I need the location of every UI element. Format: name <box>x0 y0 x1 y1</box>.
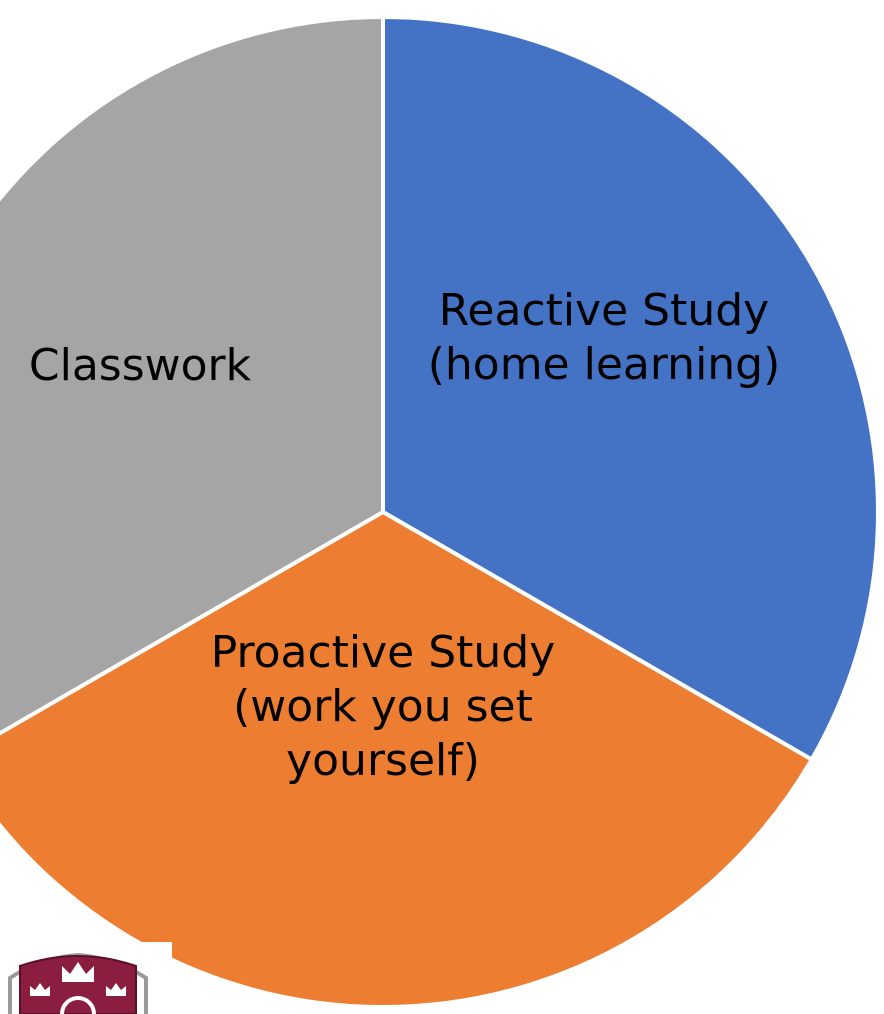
school-crest-logo <box>0 942 172 1014</box>
slice-label-line: (work you set <box>233 681 533 732</box>
shield-icon <box>19 955 137 1014</box>
crown-icon <box>62 962 94 982</box>
crown-small-left-icon <box>30 983 50 996</box>
pie-slice-2 <box>0 510 814 1010</box>
labels-layer: Reactive Study(home learning) Proactive S… <box>29 285 780 786</box>
slice-label-line: Reactive Study <box>439 285 769 336</box>
crown-small-right-icon <box>106 983 126 996</box>
slice-label-line: Classwork <box>29 340 252 391</box>
slice-label-3: Classwork <box>29 340 252 391</box>
slices-layer <box>0 15 881 1010</box>
slice-label-line: (home learning) <box>428 339 781 390</box>
slice-label-line: Proactive Study <box>211 627 556 678</box>
ring-icon <box>60 996 96 1014</box>
slice-label-1: Reactive Study(home learning) <box>428 285 781 390</box>
pie-slice-1 <box>381 15 881 762</box>
pie-slice-3 <box>0 15 385 736</box>
slice-label-line: yourself) <box>286 735 480 786</box>
